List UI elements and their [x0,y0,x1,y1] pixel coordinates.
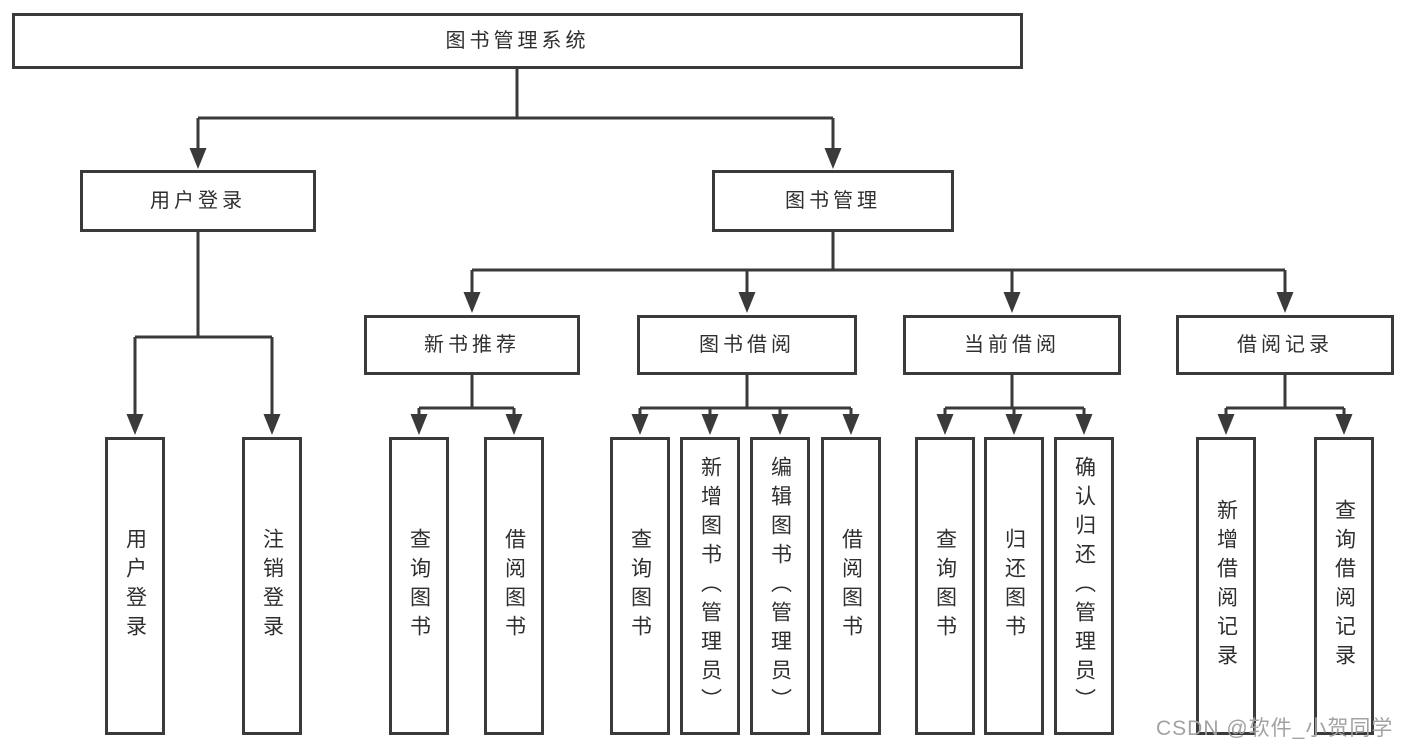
leaf-return-book: 归还图书 [984,437,1044,735]
arrow-down-icon [771,414,789,435]
node-borrow-records: 借阅记录 [1176,315,1394,375]
arrow-down-icon [701,414,719,435]
arrow-down-icon [1217,414,1235,435]
arrow-down-icon [410,414,428,435]
arrow-down-icon [738,292,756,313]
leaf-confirm-return-admin: 确认归还（管理员） [1054,437,1114,735]
node-system-root: 图书管理系统 [12,13,1023,69]
arrow-down-icon [463,292,481,313]
leaf-logout: 注销登录 [242,437,302,735]
node-current-borrow: 当前借阅 [903,315,1121,375]
arrow-down-icon [631,414,649,435]
leaf-add-borrow-record: 新增借阅记录 [1196,437,1256,735]
leaf-query-borrow-record: 查询借阅记录 [1314,437,1374,735]
leaf-query-book-1: 查询图书 [389,437,449,735]
arrow-down-icon [824,148,842,169]
arrow-down-icon [189,148,207,169]
arrow-down-icon [936,414,954,435]
node-user-login: 用户登录 [80,170,316,232]
arrow-down-icon [1075,414,1093,435]
arrow-down-icon [126,414,144,435]
arrow-down-icon [1335,414,1353,435]
arrow-down-icon [1276,292,1294,313]
leaf-user-login: 用户登录 [105,437,165,735]
node-new-book-recommend: 新书推荐 [364,315,580,375]
arrow-down-icon [1005,414,1023,435]
arrow-down-icon [1003,292,1021,313]
leaf-query-book-2: 查询图书 [610,437,670,735]
node-book-management: 图书管理 [712,170,954,232]
leaf-borrow-book-2: 借阅图书 [821,437,881,735]
arrowhead-group [126,148,1353,435]
arrow-down-icon [842,414,860,435]
csdn-watermark: CSDN @软件_小贺同学 [1156,717,1394,740]
node-book-borrow: 图书借阅 [637,315,857,375]
arrow-down-icon [263,414,281,435]
leaf-borrow-book-1: 借阅图书 [484,437,544,735]
leaf-query-book-3: 查询图书 [915,437,975,735]
leaf-edit-book-admin: 编辑图书（管理员） [750,437,810,735]
leaf-add-book-admin: 新增图书（管理员） [680,437,740,735]
connector-lines [133,69,1346,416]
arrow-down-icon [505,414,523,435]
